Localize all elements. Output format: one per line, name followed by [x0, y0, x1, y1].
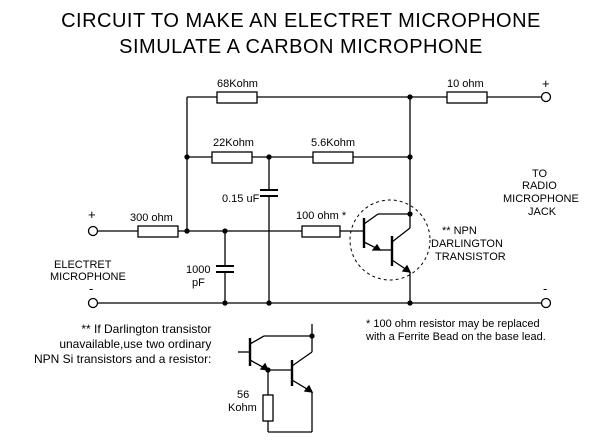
label-56k-value: 56	[237, 389, 250, 401]
label-electret: ELECTRET	[54, 259, 112, 271]
label-300-ohm: 300 ohm	[130, 212, 173, 224]
terminal-right-minus	[540, 297, 552, 309]
label-right-plus: +	[542, 76, 550, 91]
resistor-5k6	[312, 151, 354, 164]
terminal-right-plus	[540, 91, 552, 103]
resistor-10-ohm	[446, 91, 488, 104]
label-68k: 68Kohm	[217, 78, 258, 90]
label-1000pf-value: 1000	[186, 264, 211, 276]
title-line-2: SIMULATE A CARBON MICROPHONE	[119, 36, 483, 58]
title-line-1: CIRCUIT TO MAKE AN ELECTRET MICROPHONE	[61, 10, 541, 32]
terminal-left-plus	[87, 225, 99, 237]
label-right-minus: -	[543, 281, 548, 296]
resistor-22k	[211, 151, 253, 164]
label-to: TO	[532, 168, 548, 180]
label-22k: 22Kohm	[213, 137, 254, 149]
note-ferrite-bead: * 100 ohm resistor may be replaced with …	[366, 318, 546, 343]
label-1000pf-unit: pF	[192, 277, 205, 289]
label-radio: RADIO	[522, 180, 557, 192]
label-left-plus: +	[88, 207, 96, 222]
label-microphone-jack: MICROPHONE	[503, 193, 579, 205]
label-darlington: DARLINGTON	[431, 238, 503, 250]
resistor-300-ohm	[137, 225, 179, 238]
label-left-minus: -	[89, 281, 94, 296]
label-transistor: TRANSISTOR	[435, 251, 506, 263]
note-darlington-alternative: ** If Darlington transistor unavailable,…	[34, 322, 212, 366]
label-jack: JACK	[528, 206, 557, 218]
resistor-68k	[216, 91, 258, 104]
label-5k6: 5.6Kohm	[311, 137, 356, 149]
resistor-100-ohm	[301, 225, 341, 238]
label-10-ohm: 10 ohm	[447, 78, 484, 90]
label-npn: ** NPN	[442, 225, 477, 237]
label-100-ohm: 100 ohm *	[296, 210, 347, 222]
label-56k-unit: Kohm	[228, 402, 257, 414]
terminal-left-minus	[87, 297, 99, 309]
resistor-56k	[262, 394, 274, 422]
label-015uf: 0.15 uF	[222, 193, 260, 205]
darlington-envelope	[349, 199, 431, 281]
label-microphone: MICROPHONE	[50, 271, 126, 283]
